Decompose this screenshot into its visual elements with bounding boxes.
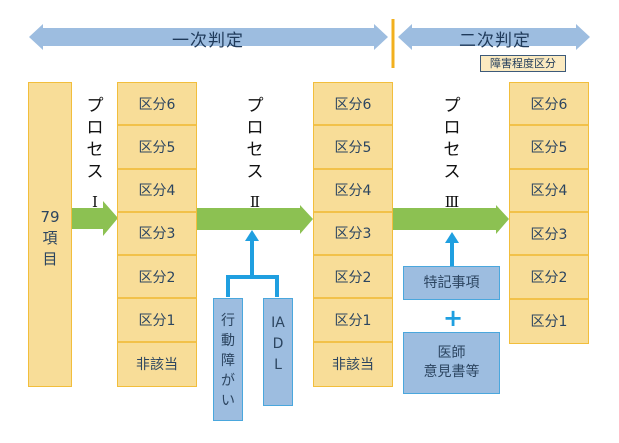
process-1-text: プロセス [86, 96, 104, 182]
special-notes-label: 特記事項 [423, 274, 480, 291]
process-1-label: プロセス Ⅰ [83, 95, 107, 213]
secondary-judgment-label: 二次判定 [459, 31, 531, 51]
process-2-label: プロセス Ⅱ [243, 95, 267, 213]
process-3-connector-arrowhead [445, 232, 459, 243]
classification-cell: 区分2 [118, 256, 196, 300]
process-1-arrow [72, 201, 118, 236]
classification-cell: 区分6 [510, 83, 588, 127]
primary-judgment-arrow [29, 24, 388, 50]
doctor-opinion-line2: 意見書等 [423, 364, 480, 380]
process-3-numeral: Ⅲ [444, 193, 460, 211]
classification-cell: 区分1 [314, 299, 392, 343]
classification-cell: 区分2 [314, 256, 392, 300]
classification-cell: 非該当 [136, 357, 178, 374]
classification-cell: 区分3 [118, 213, 196, 257]
process-2-arrow [197, 205, 313, 234]
classification-column-3: 区分6 区分5 区分4 区分3 区分2 区分1 [509, 82, 589, 344]
behavior-disorder-label: 行動障がい [221, 313, 235, 409]
classification-cell: 区分5 [314, 126, 392, 170]
classification-cell: 区分3 [314, 213, 392, 257]
process-2-numeral: Ⅱ [249, 193, 261, 211]
classification-cell: 区分4 [118, 170, 196, 213]
iadl-box: IADL [263, 298, 293, 406]
classification-cell: 区分1 [530, 314, 568, 331]
secondary-judgment-arrow [398, 24, 590, 50]
doctor-opinion-box: 医師 意見書等 [403, 332, 500, 394]
behavior-disorder-box: 行動障がい [213, 298, 243, 421]
classification-cell: 区分6 [118, 83, 196, 127]
classification-cell: 区分1 [118, 299, 196, 343]
process-1-numeral: Ⅰ [92, 193, 98, 211]
classification-cell: 区分2 [510, 256, 588, 300]
input-items-box: 79項目 [28, 82, 72, 387]
process-3-arrow [393, 205, 509, 234]
classification-cell: 区分6 [314, 83, 392, 127]
special-notes-box: 特記事項 [403, 266, 500, 300]
process-2-connector-arrowhead [245, 230, 259, 241]
process-3-text: プロセス [443, 96, 461, 182]
process-2-connector [226, 240, 279, 297]
disability-level-badge: 障害程度区分 [480, 55, 566, 72]
primary-judgment-label: 一次判定 [172, 31, 244, 51]
classification-cell: 区分5 [510, 126, 588, 170]
iadl-label: IADL [271, 315, 285, 373]
process-2-text: プロセス [246, 96, 264, 182]
classification-cell: 区分5 [118, 126, 196, 170]
classification-column-2: 区分6 区分5 区分4 区分3 区分2 区分1 非該当 [313, 82, 393, 387]
doctor-opinion-line1: 医師 [437, 345, 466, 361]
input-items-label: 79項目 [40, 208, 60, 268]
classification-column-1: 区分6 区分5 区分4 区分3 区分2 区分1 非該当 [117, 82, 197, 387]
classification-cell: 区分4 [314, 170, 392, 213]
process-3-label: プロセス Ⅲ [440, 95, 464, 213]
plus-icon: + [443, 304, 464, 332]
classification-cell: 区分3 [510, 213, 588, 257]
classification-cell: 区分4 [510, 170, 588, 213]
classification-cell: 非該当 [332, 357, 374, 374]
